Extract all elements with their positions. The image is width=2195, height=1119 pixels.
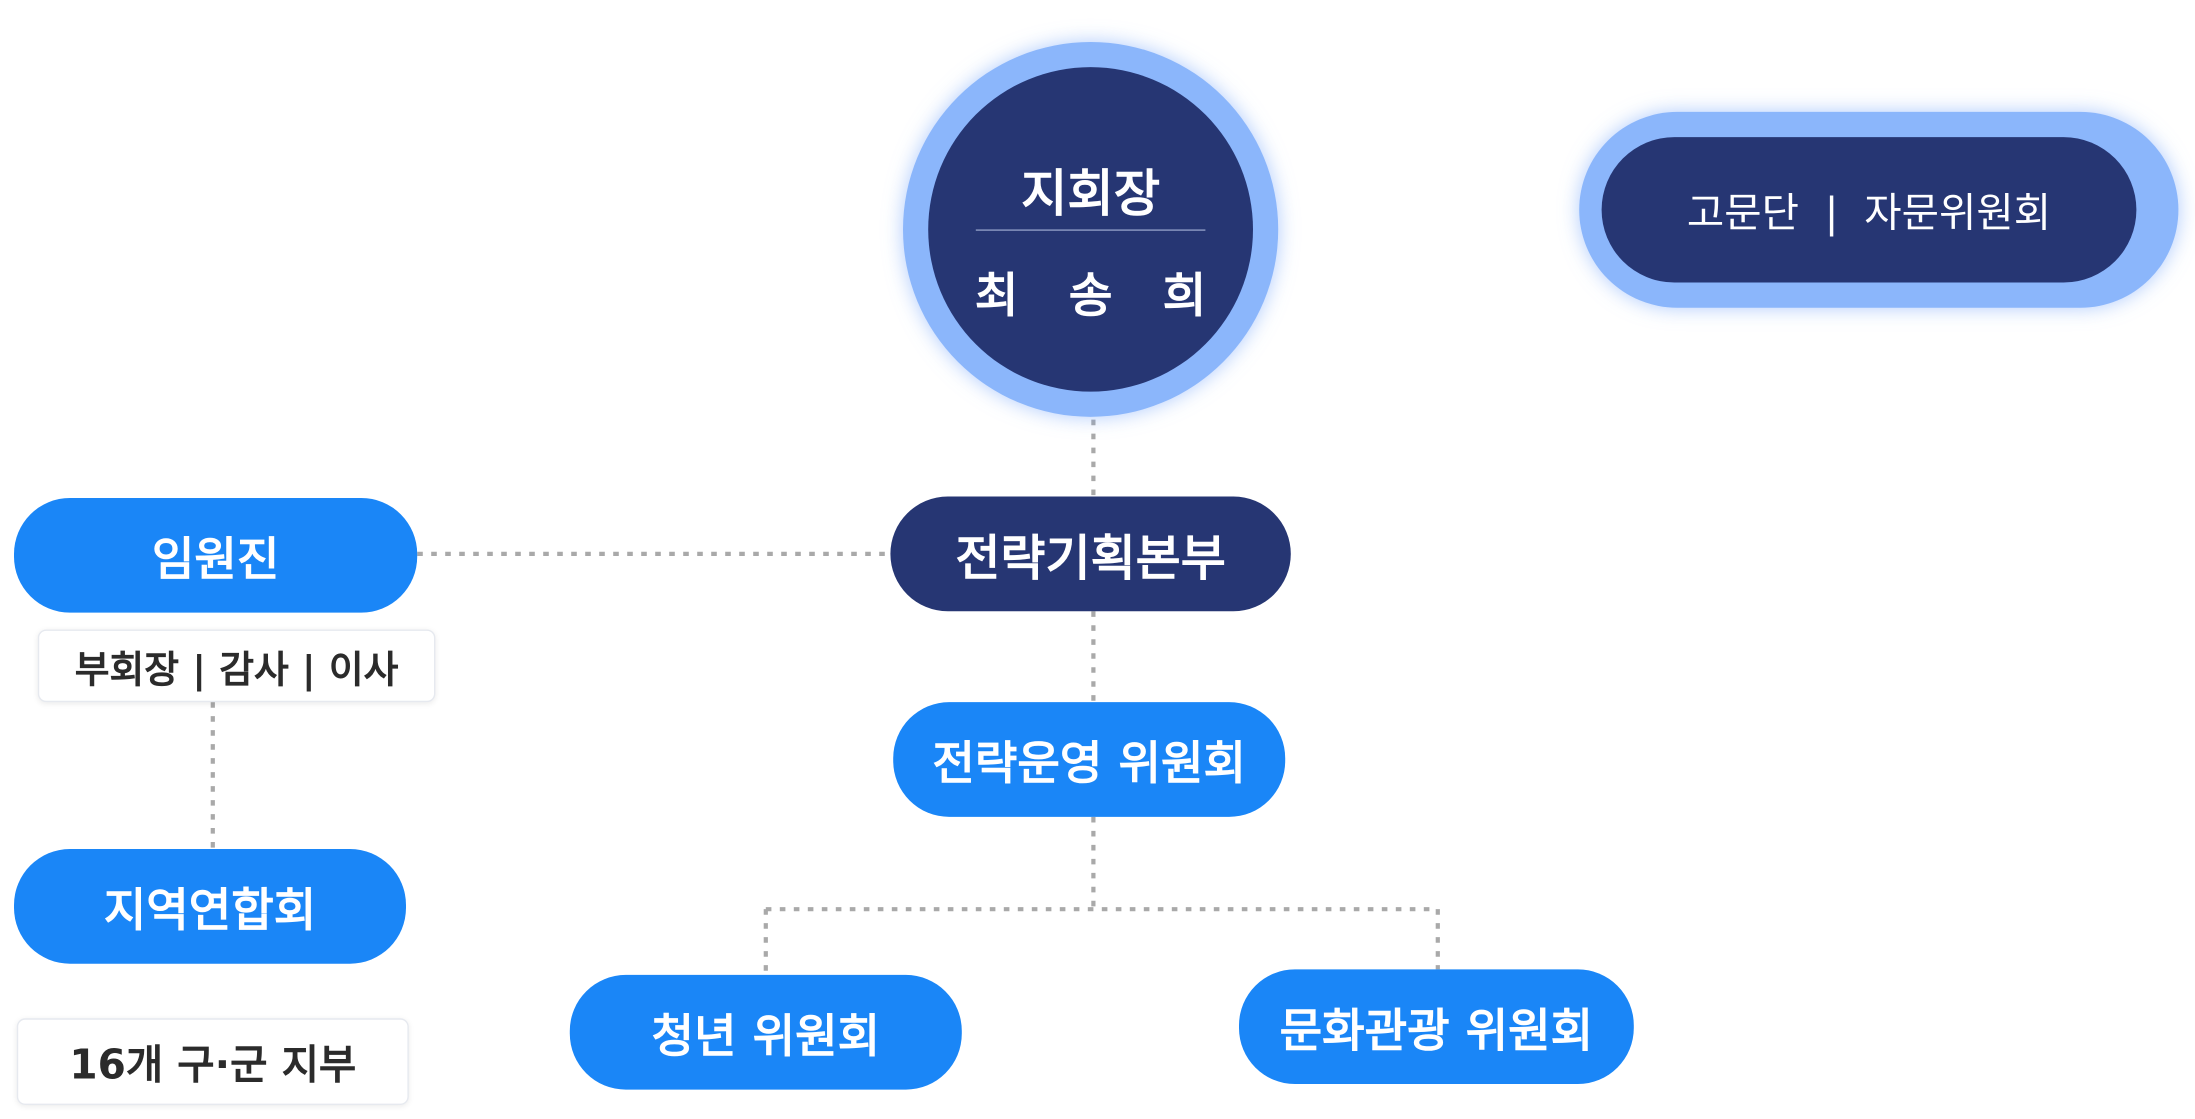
culture-committee-node: 문화관광 위원회 <box>1239 969 1634 1085</box>
chairman-title: 지회장 <box>1021 166 1161 224</box>
chairman-divider <box>975 229 1206 231</box>
executives-node: 임원진 <box>14 497 418 613</box>
executives-roles-box: 부회장 | 감사 | 이사 <box>37 629 436 703</box>
chairman-name: 최 송 희 <box>974 268 1224 325</box>
regional-branches-box: 16개 구·군 지부 <box>16 1018 409 1106</box>
advisory-node: 고문단 | 자문위원회 <box>1601 137 2137 283</box>
strategy-hq-node: 전략기획본부 <box>890 496 1291 612</box>
chairman-node: 지회장 최 송 희 <box>928 67 1253 392</box>
regional-node: 지역연합회 <box>14 849 406 964</box>
strategy-committee-node: 전략운영 위원회 <box>893 702 1286 817</box>
youth-committee-node: 청년 위원회 <box>569 974 962 1090</box>
